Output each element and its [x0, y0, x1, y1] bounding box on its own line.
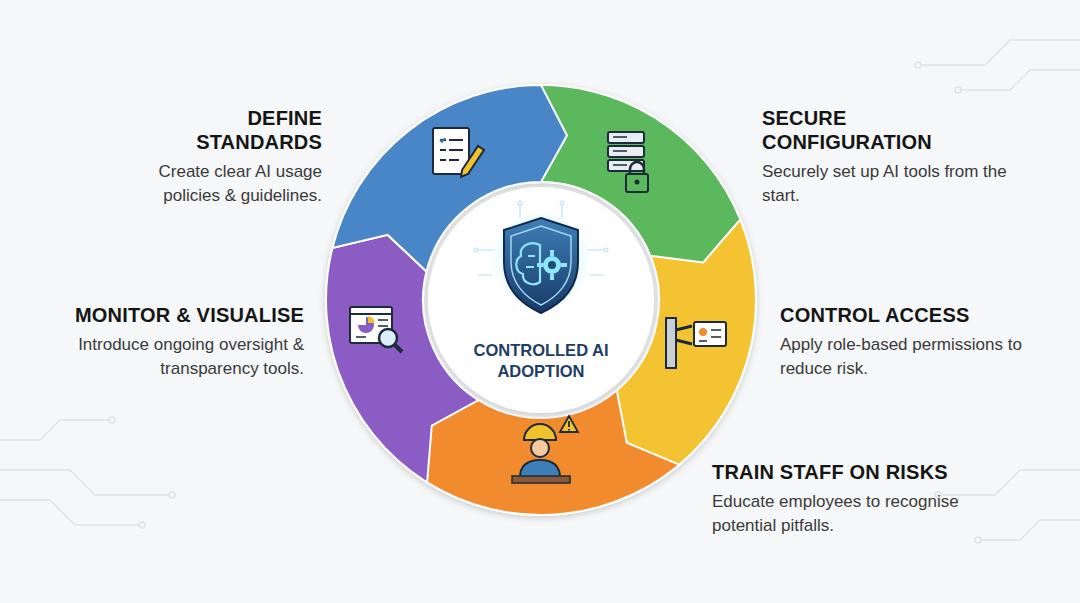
center-label-node: CONTROLLED AI ADOPTION: [466, 340, 616, 382]
step-description: Introduce ongoing oversight & transparen…: [24, 333, 304, 381]
step-description: Securely set up AI tools from the start.: [762, 160, 1012, 208]
step-node: DEFINE STANDARDS Create clear AI usage po…: [122, 106, 322, 208]
step-node: SECURE CONFIGURATION Securely set up AI t…: [762, 106, 1012, 208]
document-icon: [433, 128, 484, 177]
center-title: CONTROLLED AI ADOPTION: [466, 340, 616, 382]
turnstile-badge-icon: [666, 318, 726, 368]
center-disc: [428, 187, 654, 413]
step-heading: TRAIN STAFF ON RISKS: [712, 460, 1012, 484]
step-node: TRAIN STAFF ON RISKS Educate employees to…: [712, 460, 1012, 538]
step-heading: MONITOR & VISUALISE: [24, 303, 304, 327]
step-node: CONTROL ACCESS Apply role-based permissio…: [780, 303, 1050, 381]
server-lock-icon: [608, 132, 648, 192]
step-description: Educate employees to recognise potential…: [712, 490, 1012, 538]
step-description: Apply role-based permissions to reduce r…: [780, 333, 1050, 381]
step-heading: DEFINE STANDARDS: [162, 106, 322, 154]
monitor-chart-icon: [350, 307, 402, 352]
step-heading: CONTROL ACCESS: [780, 303, 1050, 327]
step-heading: SECURE CONFIGURATION: [762, 106, 962, 154]
worker-icon: [512, 416, 578, 483]
step-node: MONITOR & VISUALISE Introduce ongoing ove…: [24, 303, 304, 381]
step-description: Create clear AI usage policies & guideli…: [122, 160, 322, 208]
shield-icon: [474, 201, 608, 313]
